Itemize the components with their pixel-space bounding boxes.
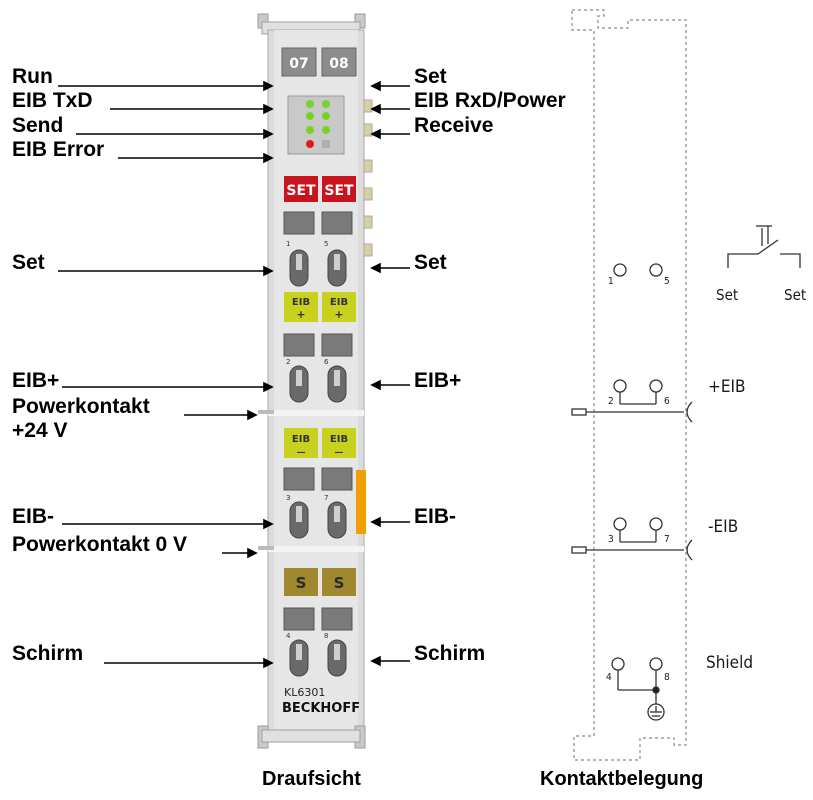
eib-plus-sign-right: + [334, 308, 343, 321]
label-plus24v: +24 V [12, 419, 68, 442]
label-eib-minus-right: EIB- [414, 505, 456, 528]
channel-label-07: 07 [289, 56, 308, 72]
led-window [287, 95, 345, 155]
eib-minus-text-left: EIB [292, 434, 310, 445]
eib-plus-text-right: EIB [330, 297, 348, 308]
label-eib-minus-left: EIB- [12, 505, 54, 528]
caption-contact-assignment: Kontaktbelegung [540, 768, 704, 790]
label-set-top-right: Set [414, 65, 447, 88]
eib-minus-sign-right: — [335, 448, 344, 458]
led-receive [322, 126, 330, 134]
channel-plate-08 [321, 47, 357, 77]
contact-number-6: 6 [664, 396, 670, 407]
contact-minus-eib: -EIB [708, 517, 738, 537]
label-eib-plus-right: EIB+ [414, 369, 462, 392]
label-eib-plus-left: EIB+ [12, 369, 60, 392]
set-label-right [322, 176, 356, 202]
contact-circuit [571, 225, 801, 721]
caption-top-view: Draufsicht [262, 768, 361, 790]
contact-number-4: 4 [606, 672, 612, 683]
terminal-number-3: 3 [286, 494, 290, 502]
contact-number-7: 7 [664, 534, 670, 545]
led-run [306, 100, 314, 108]
eib-minus-label-left [284, 428, 318, 458]
contact-shield: Shield [706, 653, 753, 673]
label-schirm-left: Schirm [12, 642, 84, 665]
label-eib-rxd-power: EIB RxD/Power [414, 89, 566, 112]
set-text-left: SET [286, 183, 316, 199]
label-receive: Receive [414, 114, 494, 137]
set-text-right: SET [324, 183, 354, 199]
power-contact-bar [356, 470, 366, 534]
eib-minus-label-right [322, 428, 356, 458]
channel-plate-07 [281, 47, 317, 77]
label-powerkontakt-0v: Powerkontakt 0 V [12, 533, 188, 556]
contact-set-right: Set [784, 286, 806, 304]
contact-number-5: 5 [664, 276, 670, 287]
led-eib-error [306, 140, 314, 148]
contact-set-left: Set [716, 286, 738, 304]
brand-text: BECKHOFF [282, 701, 360, 716]
left-arrows [58, 80, 274, 669]
eib-plus-label-right [322, 292, 356, 322]
terminal-number-7: 7 [324, 494, 328, 502]
label-eib-txd: EIB TxD [12, 89, 93, 112]
model-text: KL6301 [284, 686, 325, 699]
contact-number-1: 1 [608, 276, 614, 287]
label-send: Send [12, 114, 64, 137]
contact-number-8: 8 [664, 672, 670, 683]
terminal-number-2: 2 [286, 358, 290, 366]
eib-plus-sign-left: + [296, 308, 305, 321]
led-eib-rxd [322, 112, 330, 120]
led-set [322, 100, 330, 108]
terminal-number-6: 6 [324, 358, 329, 366]
terminal-number-5: 5 [324, 240, 328, 248]
label-set-right: Set [414, 251, 447, 274]
led-eib-txd [306, 112, 314, 120]
eib-plus-label-left [284, 292, 318, 322]
label-set-left: Set [12, 251, 45, 274]
eib-minus-text-right: EIB [330, 434, 348, 445]
terminal-number-4: 4 [286, 632, 291, 640]
led-send [306, 126, 314, 134]
shield-text-right: S [334, 574, 345, 592]
shield-text-left: S [296, 574, 307, 592]
eib-minus-sign-left: — [297, 448, 306, 458]
contact-plus-eib: +EIB [708, 377, 745, 397]
terminal-number-8: 8 [324, 632, 328, 640]
label-eib-error: EIB Error [12, 138, 105, 161]
terminal-number-1: 1 [286, 240, 290, 248]
contact-number-2: 2 [608, 396, 614, 407]
right-arrows [370, 80, 410, 667]
eib-plus-text-left: EIB [292, 297, 310, 308]
set-label-left [284, 176, 318, 202]
label-schirm-right: Schirm [414, 642, 486, 665]
channel-label-08: 08 [329, 56, 348, 72]
label-powerkontakt: Powerkontakt [12, 395, 150, 418]
contact-number-3: 3 [608, 534, 614, 545]
label-run: Run [12, 65, 53, 88]
shield-label-right [322, 568, 356, 596]
shield-label-left [284, 568, 318, 596]
contact-diagram [571, 9, 687, 761]
